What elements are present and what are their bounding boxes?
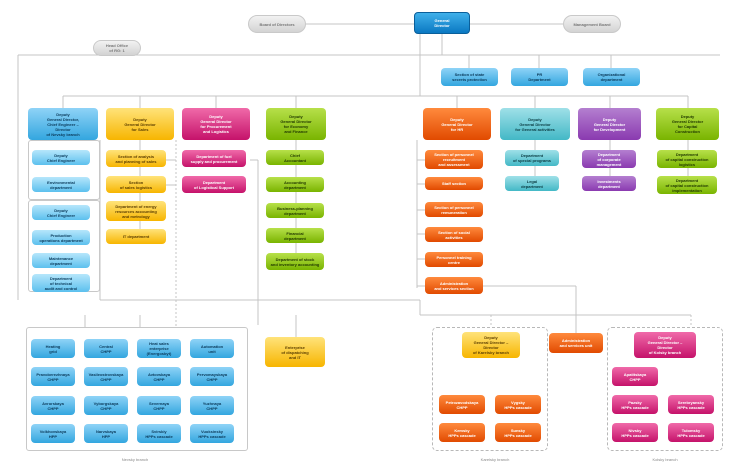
- col7-item: Department of corporate management: [582, 150, 636, 168]
- nevsky-unit: Narvskaya HPP: [84, 424, 128, 443]
- col2-item: Department of energy resources accountin…: [106, 201, 166, 221]
- nevsky-unit: Automation unit: [190, 339, 234, 358]
- col1-item: Department of technical audit and contro…: [32, 274, 90, 292]
- deputy-sales-box: Deputy General Director for Sales: [106, 108, 174, 140]
- karelsky-unit: Sunsky HPPs cascade: [495, 423, 541, 442]
- general-director-box: General Director: [414, 12, 470, 34]
- col5-item: Administration and services section: [425, 277, 483, 294]
- col4-item: Business-planning department: [266, 203, 324, 218]
- deputy-capital-box: Deputy General Director for Capital Cons…: [656, 108, 719, 140]
- nevsky-unit: Vasileostrovskaya CHPP: [84, 367, 128, 386]
- col1-item: Deputy Chief Engineer: [32, 205, 90, 220]
- karelsky-unit: Vygsky HPPs cascade: [495, 395, 541, 414]
- kolsky-unit: Serebryansky HPPs cascade: [668, 395, 714, 414]
- kolsky-unit: Pazsky HPPs cascade: [612, 395, 658, 414]
- karelsky-caption: Karelsky branch: [480, 457, 510, 462]
- nevsky-unit: Avtovskaya CHPP: [137, 367, 181, 386]
- management-board-box: Management Board: [563, 15, 621, 33]
- nevsky-unit: Vyborgskaya CHPP: [84, 396, 128, 415]
- deputy-development-box: Deputy General Director for Development: [578, 108, 641, 140]
- col6-item: Legal department: [505, 176, 559, 191]
- deputy-chief-engineer-box: Deputy General Director, Chief Engineer …: [28, 108, 98, 140]
- col1-item: Environmental department: [32, 177, 90, 192]
- kolsky-director-box: Deputy General Director – Director of Ko…: [634, 332, 696, 358]
- karelsky-unit: Kemsky HPPs cascade: [439, 423, 485, 442]
- nevsky-unit: Svirskiy HPPs cascade: [137, 424, 181, 443]
- deputy-general-box: Deputy General Director for General acti…: [500, 108, 570, 140]
- col1-item: Maintenance department: [32, 253, 90, 268]
- nevsky-unit: Avrorskaya CHPP: [31, 396, 75, 415]
- deputy-procurement-box: Deputy General Director for Procurement …: [182, 108, 250, 140]
- nevsky-unit: Heating grid: [31, 339, 75, 358]
- col2-item: IT department: [106, 229, 166, 244]
- nevsky-unit: Central CHPP: [84, 339, 128, 358]
- col3-item: Department of Logistical Support: [182, 176, 246, 193]
- karelsky-branch-frame: [432, 327, 548, 451]
- col4-item: Accounting department: [266, 177, 324, 192]
- col7-item: Investments department: [582, 176, 636, 191]
- pr-department-box: PR Department: [511, 68, 568, 86]
- col5-item: Section of social activities: [425, 227, 483, 242]
- col8-item: Department of capital construction imple…: [657, 176, 717, 194]
- kolsky-caption: Kolsky branch: [652, 457, 678, 462]
- deputy-hr-box: Deputy General Director for HR: [423, 108, 491, 140]
- col6-item: Department of special programs: [505, 150, 559, 166]
- col5-item: Personnel training centre: [425, 252, 483, 267]
- col1-frame: [28, 140, 100, 200]
- col2-item: Section of sales logistics: [106, 176, 166, 193]
- col5-item: Staff section: [425, 177, 483, 190]
- admin-services-unit-box: Administration and services unit: [549, 333, 603, 353]
- col1-item: Production operations department: [32, 230, 90, 245]
- kolsky-unit: Nivsky HPPs cascade: [612, 423, 658, 442]
- state-secrets-section-box: Section of state secrets protection: [441, 68, 498, 86]
- nevsky-unit: Heat sales enterprise (Energosbyt): [137, 339, 181, 358]
- nevsky-unit: Volkhovskaya HPP: [31, 424, 75, 443]
- kolsky-unit: Tulomsky HPPs cascade: [668, 423, 714, 442]
- nevsky-unit: Pravoberezhnaya CHPP: [31, 367, 75, 386]
- col8-item: Department of capital construction logis…: [657, 150, 717, 168]
- karelsky-director-box: Deputy General Director – Director of Ka…: [462, 332, 520, 358]
- col1-item: Deputy Chief Engineer: [32, 150, 90, 165]
- kolsky-unit: Apatitskaya CHPP: [612, 367, 658, 386]
- nevsky-unit: Vuoksinsky HPPs cascade: [190, 424, 234, 443]
- dispatching-enterprise-box: Enterprise of dispatching and IT: [265, 337, 325, 367]
- karelsky-unit: Petrozavodskaya CHPP: [439, 395, 485, 414]
- nevsky-unit: Yuzhnaya CHPP: [190, 396, 234, 415]
- deputy-economy-box: Deputy General Director for Economy and …: [266, 108, 326, 140]
- col5-item: Section of personnel recruitment and ass…: [425, 150, 483, 169]
- nevsky-unit: Severnaya CHPP: [137, 396, 181, 415]
- nevsky-caption: Nevsky branch: [121, 457, 149, 462]
- board-of-directors-box: Board of Directors: [248, 15, 306, 33]
- kolsky-branch-frame: [607, 327, 723, 451]
- col4-item: Financial department: [266, 228, 324, 243]
- col3-item: Department of fuel supply and procuremen…: [182, 150, 246, 167]
- col4-item: Chief Accountant: [266, 150, 324, 165]
- organizational-department-box: Organizational department: [583, 68, 640, 86]
- col2-item: Section of analysis and planning of sale…: [106, 150, 166, 167]
- col4-item: Department of stock and inventory accoun…: [266, 253, 324, 270]
- nevsky-unit: Pervomayskaya CHPP: [190, 367, 234, 386]
- col5-item: Section of personnel remuneration: [425, 202, 483, 217]
- head-office-box: Head Office of RG: 1: [93, 40, 141, 56]
